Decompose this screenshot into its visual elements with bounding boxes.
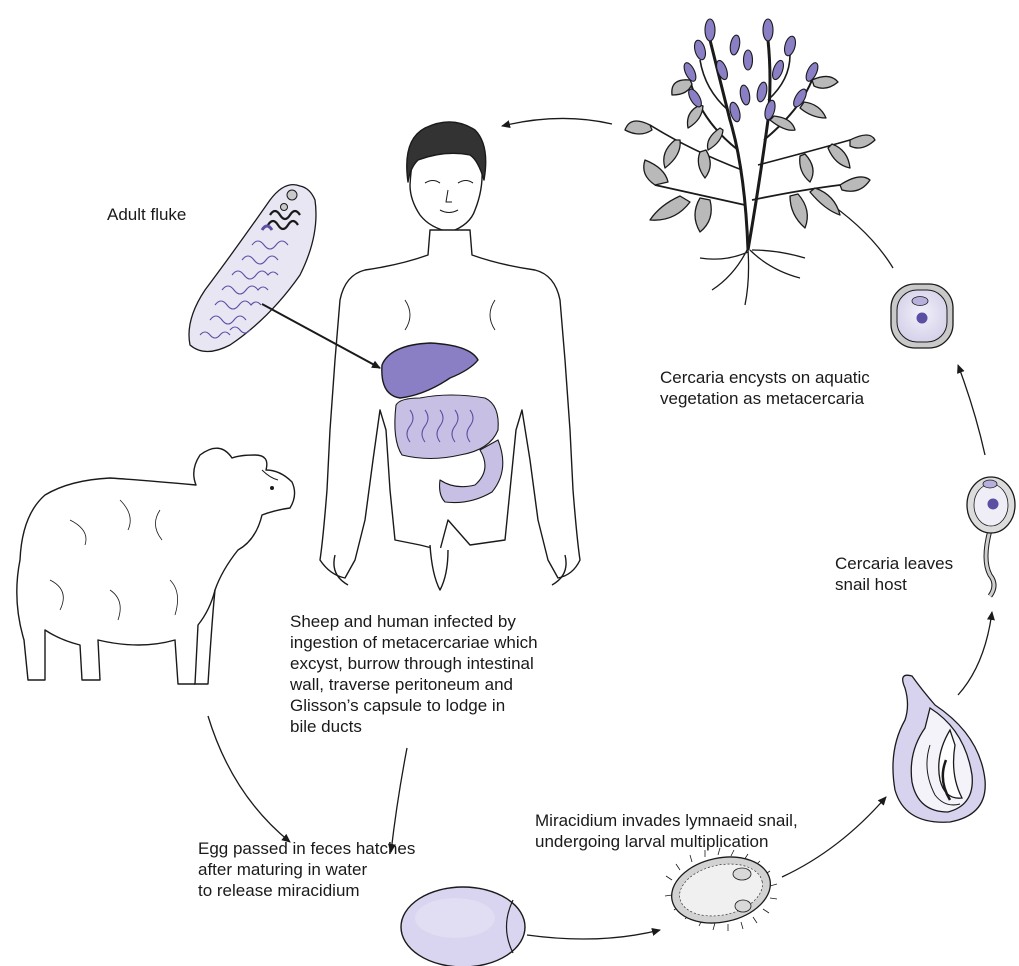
adult-fluke [189, 185, 316, 352]
aquatic-plant [625, 19, 875, 305]
arrow-human-to-egg [391, 748, 407, 852]
label-miracidium: Miracidium invades lymnaeid snail, under… [535, 810, 798, 852]
label-egg: Egg passed in feces hatches after maturi… [198, 838, 415, 901]
cercaria [967, 477, 1015, 596]
label-metacercaria: Cercaria encysts on aquatic vegetation a… [660, 367, 870, 409]
label-infection: Sheep and human infected by ingestion of… [290, 611, 538, 737]
egg [401, 887, 525, 966]
arrow-snail-to-cercaria [958, 612, 992, 695]
arrow-egg-to-miracidium [527, 930, 660, 939]
miracidium [665, 848, 777, 932]
label-adult-fluke: Adult fluke [107, 204, 186, 225]
arrow-plant-to-human [502, 118, 612, 126]
arrow-sheep-to-egg [208, 716, 290, 842]
metacercaria-cyst [891, 284, 953, 348]
arrow-cercaria-to-cyst [958, 365, 985, 455]
sheep [17, 448, 295, 684]
lymnaeid-snail [893, 675, 985, 822]
label-cercaria-leaves: Cercaria leaves snail host [835, 553, 953, 595]
